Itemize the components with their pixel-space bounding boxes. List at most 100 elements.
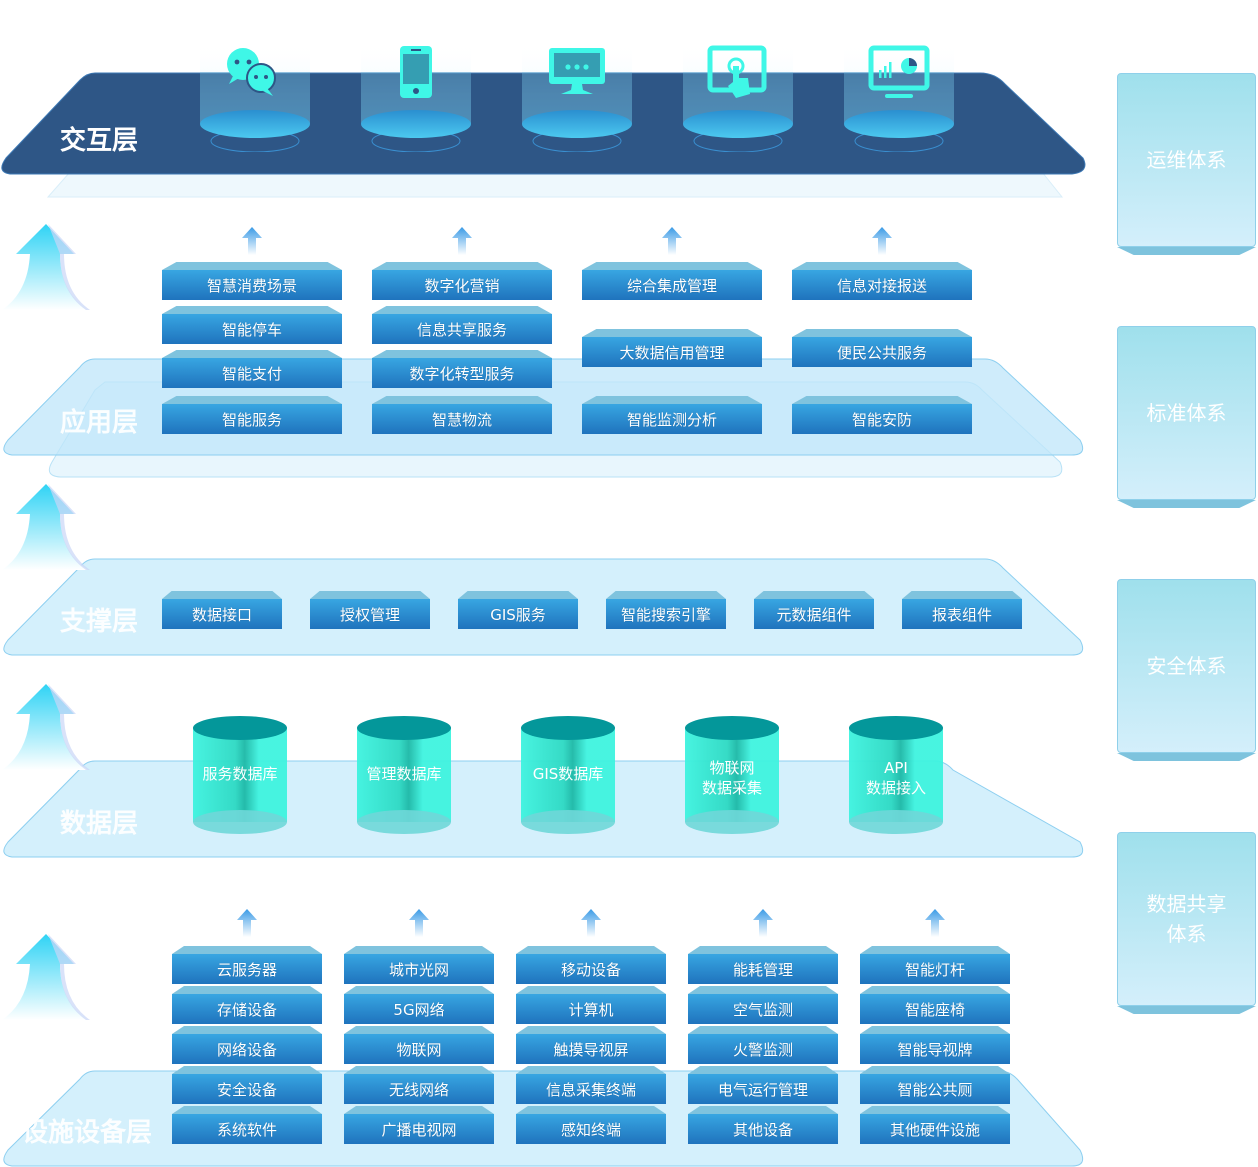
block-top-face <box>344 1106 494 1114</box>
side-system-label: 安全体系 <box>1117 579 1256 753</box>
block-label: 其他设备 <box>688 1114 838 1144</box>
side-system-base <box>1117 1006 1256 1014</box>
block-label: 存储设备 <box>172 994 322 1024</box>
infrastructure-block: 计算机 <box>516 986 666 1024</box>
block-label: GIS服务 <box>458 599 578 629</box>
block-top-face <box>582 396 762 404</box>
database-label: 物联网 <box>709 759 755 777</box>
block-label: 信息采集终端 <box>516 1074 666 1104</box>
dashboard-monitor-icon <box>861 42 937 102</box>
block-label: 信息共享服务 <box>372 314 552 344</box>
application-block: 智能支付 <box>162 350 342 388</box>
infrastructure-block: 其他设备 <box>688 1106 838 1144</box>
up-arrow-icon <box>408 908 430 938</box>
block-label: 智能公共厕 <box>860 1074 1010 1104</box>
application-block: 智慧消费场景 <box>162 262 342 300</box>
support-block: 数据接口 <box>162 591 282 629</box>
application-block: 信息对接报送 <box>792 262 972 300</box>
block-label: 安全设备 <box>172 1074 322 1104</box>
support-block: 授权管理 <box>310 591 430 629</box>
infrastructure-block: 火警监测 <box>688 1026 838 1064</box>
database-cylinder: API 数据接入 <box>848 714 944 836</box>
block-top-face <box>582 329 762 337</box>
block-top-face <box>162 350 342 358</box>
infrastructure-block: 智能座椅 <box>860 986 1010 1024</box>
block-top-face <box>606 591 726 599</box>
block-top-face <box>172 1106 322 1114</box>
block-top-face <box>516 1106 666 1114</box>
application-block: 智慧物流 <box>372 396 552 434</box>
up-arrow-icon <box>451 226 473 256</box>
application-block: 智能服务 <box>162 396 342 434</box>
big-up-arrow-icon <box>2 682 92 772</box>
block-top-face <box>792 329 972 337</box>
block-top-face <box>860 1106 1010 1114</box>
block-label: 能耗管理 <box>688 954 838 984</box>
block-label: 数据接口 <box>162 599 282 629</box>
block-top-face <box>372 262 552 270</box>
layer-title-infrastructure: 设施设备层 <box>22 1118 153 1148</box>
application-block: 综合集成管理 <box>582 262 762 300</box>
infrastructure-block: 触摸导视屏 <box>516 1026 666 1064</box>
block-label: 5G网络 <box>344 994 494 1024</box>
block-top-face <box>344 946 494 954</box>
block-top-face <box>754 591 874 599</box>
block-top-face <box>372 306 552 314</box>
wechat-icon <box>217 42 293 102</box>
side-system-label: 数据共享 体系 <box>1117 832 1256 1006</box>
interaction-platform-shadow <box>46 171 1064 198</box>
block-top-face <box>516 1066 666 1074</box>
application-block: 信息共享服务 <box>372 306 552 344</box>
side-system-base <box>1117 753 1256 761</box>
block-top-face <box>344 1066 494 1074</box>
block-top-face <box>688 1066 838 1074</box>
database-label: API <box>884 759 908 777</box>
infrastructure-block: 网络设备 <box>172 1026 322 1064</box>
block-top-face <box>516 946 666 954</box>
block-label: 广播电视网 <box>344 1114 494 1144</box>
support-block: 元数据组件 <box>754 591 874 629</box>
block-label: 感知终端 <box>516 1114 666 1144</box>
application-block: 数字化营销 <box>372 262 552 300</box>
database-cylinder: 服务数据库 <box>192 714 288 836</box>
block-top-face <box>516 986 666 994</box>
block-top-face <box>792 262 972 270</box>
support-block: GIS服务 <box>458 591 578 629</box>
application-block: 数字化转型服务 <box>372 350 552 388</box>
up-arrow-icon <box>752 908 774 938</box>
block-top-face <box>688 1026 838 1034</box>
block-top-face <box>162 306 342 314</box>
block-top-face <box>162 396 342 404</box>
database-label: 数据接入 <box>865 779 926 797</box>
block-label: 计算机 <box>516 994 666 1024</box>
side-system-base <box>1117 500 1256 508</box>
database-cylinder: 管理数据库 <box>356 714 452 836</box>
infrastructure-block: 无线网络 <box>344 1066 494 1104</box>
block-label: 便民公共服务 <box>792 337 972 367</box>
infrastructure-block: 系统软件 <box>172 1106 322 1144</box>
infrastructure-block: 物联网 <box>344 1026 494 1064</box>
block-top-face <box>458 591 578 599</box>
block-label: 移动设备 <box>516 954 666 984</box>
block-top-face <box>688 946 838 954</box>
up-arrow-icon <box>236 908 258 938</box>
block-label: 智能导视牌 <box>860 1034 1010 1064</box>
block-top-face <box>344 986 494 994</box>
infrastructure-block: 感知终端 <box>516 1106 666 1144</box>
icon-pedestal <box>844 42 954 153</box>
block-label: 信息对接报送 <box>792 270 972 300</box>
block-label: 网络设备 <box>172 1034 322 1064</box>
side-system-box: 标准体系 <box>1117 326 1256 508</box>
block-top-face <box>172 1066 322 1074</box>
infrastructure-block: 智能导视牌 <box>860 1026 1010 1064</box>
block-label: 智慧物流 <box>372 404 552 434</box>
up-arrow-icon <box>241 226 263 256</box>
side-system-label: 运维体系 <box>1117 73 1256 247</box>
block-label: 元数据组件 <box>754 599 874 629</box>
block-label: 综合集成管理 <box>582 270 762 300</box>
database-label: GIS数据库 <box>532 765 604 783</box>
block-top-face <box>792 396 972 404</box>
block-label: 物联网 <box>344 1034 494 1064</box>
block-label: 智能监测分析 <box>582 404 762 434</box>
block-top-face <box>162 262 342 270</box>
